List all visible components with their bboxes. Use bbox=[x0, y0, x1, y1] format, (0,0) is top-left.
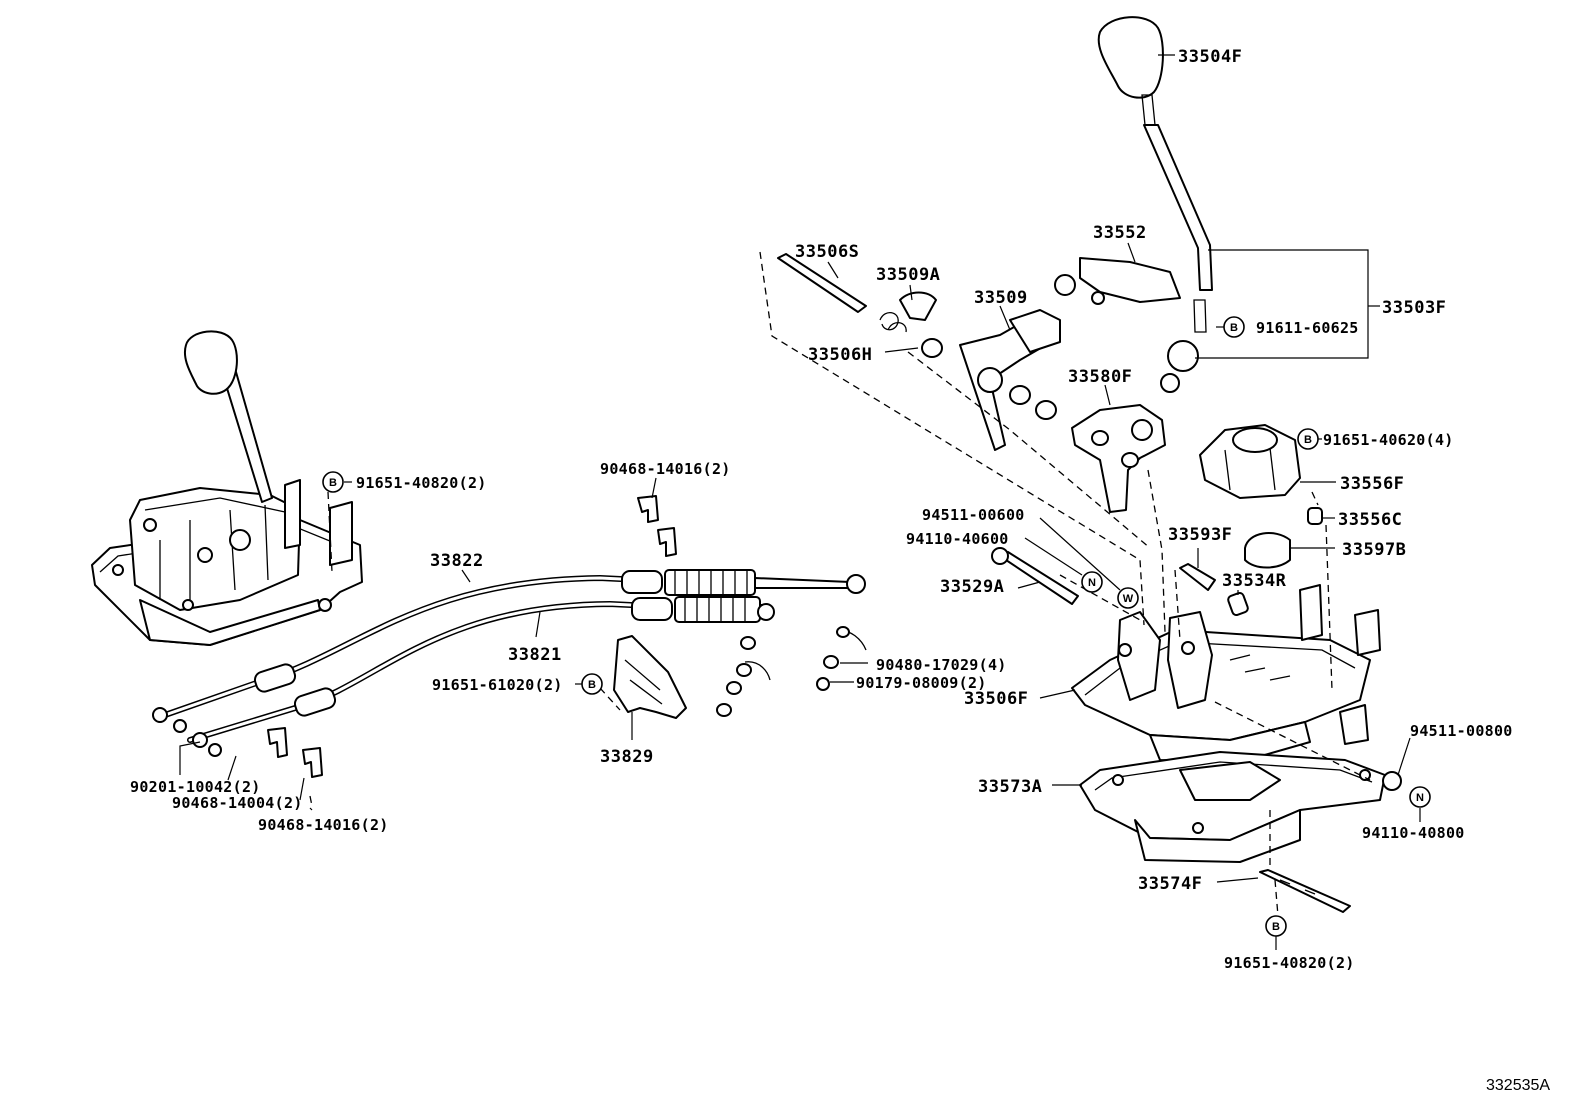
label-33509A: 33509A bbox=[876, 265, 940, 285]
reference-code: 332535A bbox=[1486, 1077, 1550, 1094]
label-33509: 33509 bbox=[974, 288, 1028, 308]
label-33534R: 33534R bbox=[1222, 571, 1287, 591]
label-94110-40800: 94110-40800 bbox=[1362, 824, 1465, 842]
washer-symbol-text: W bbox=[1123, 593, 1134, 605]
nut-symbol-text: N bbox=[1416, 792, 1424, 804]
label-90468-14004: 90468-14004(2) bbox=[172, 794, 303, 812]
right-shifter-assembly bbox=[777, 16, 1402, 913]
guide-lines bbox=[309, 251, 1371, 917]
label-94511-00600: 94511-00600 bbox=[922, 506, 1025, 524]
label-33506S: 33506S bbox=[795, 242, 859, 262]
cable-clips bbox=[267, 495, 867, 778]
label-33506H: 33506H bbox=[808, 345, 872, 365]
leader-lines bbox=[179, 54, 1421, 950]
bolt-symbol-text: B bbox=[1272, 921, 1280, 933]
label-33529A: 33529A bbox=[940, 577, 1004, 597]
nut-symbol-1: N bbox=[1081, 571, 1103, 593]
label-33829: 33829 bbox=[600, 747, 654, 767]
label-33556F: 33556F bbox=[1340, 474, 1404, 494]
bolt-symbol-1: B bbox=[322, 471, 344, 493]
label-91611-60625: 91611-60625 bbox=[1256, 319, 1359, 337]
label-90201-10042: 90201-10042(2) bbox=[130, 778, 261, 796]
label-90468-14016-top: 90468-14016(2) bbox=[600, 460, 731, 478]
label-33580F: 33580F bbox=[1068, 367, 1132, 387]
label-33503F: 33503F bbox=[1382, 298, 1446, 318]
label-33821: 33821 bbox=[508, 645, 562, 665]
label-33504F: 33504F bbox=[1178, 47, 1242, 67]
label-33593F: 33593F bbox=[1168, 525, 1232, 545]
label-33573A: 33573A bbox=[978, 777, 1042, 797]
bolt-symbol-text: B bbox=[1304, 434, 1312, 446]
label-90468-14016-bottom: 90468-14016(2) bbox=[258, 816, 389, 834]
label-91651-40820-left: 91651-40820(2) bbox=[356, 474, 487, 492]
nut-symbol-text: N bbox=[1088, 577, 1096, 589]
label-33574F: 33574F bbox=[1138, 874, 1202, 894]
label-91651-61020: 91651-61020(2) bbox=[432, 676, 563, 694]
label-91651-40820-right: 91651-40820(2) bbox=[1224, 954, 1355, 972]
bolt-symbol-4: B bbox=[581, 673, 603, 695]
label-33822: 33822 bbox=[430, 551, 484, 571]
bolt-symbol-2: B bbox=[1223, 316, 1245, 338]
bolt-symbol-text: B bbox=[329, 477, 337, 489]
label-94511-00800: 94511-00800 bbox=[1410, 722, 1513, 740]
label-33556C: 33556C bbox=[1338, 510, 1402, 530]
part-labels: 33504F 33503F 33552 33506S 33509A 33509 … bbox=[130, 47, 1550, 1094]
shift-cables bbox=[152, 569, 866, 757]
label-94110-40600: 94110-40600 bbox=[906, 530, 1009, 548]
bolt-symbol-text: B bbox=[1230, 322, 1238, 334]
nut-symbol-2: N bbox=[1409, 786, 1431, 808]
label-91651-40620: 91651-40620(4) bbox=[1323, 431, 1454, 449]
label-33597B: 33597B bbox=[1342, 540, 1406, 560]
washer-symbol-1: W bbox=[1117, 587, 1139, 609]
label-33552: 33552 bbox=[1093, 223, 1147, 243]
label-90179-08009: 90179-08009(2) bbox=[856, 674, 987, 692]
label-33506F: 33506F bbox=[964, 689, 1028, 709]
bolt-symbol-text: B bbox=[588, 679, 596, 691]
bolt-symbol-3: B bbox=[1297, 428, 1319, 450]
label-90480-17029: 90480-17029(4) bbox=[876, 656, 1007, 674]
left-shifter-assembly bbox=[91, 330, 363, 646]
bolt-symbol-5: B bbox=[1265, 915, 1287, 937]
